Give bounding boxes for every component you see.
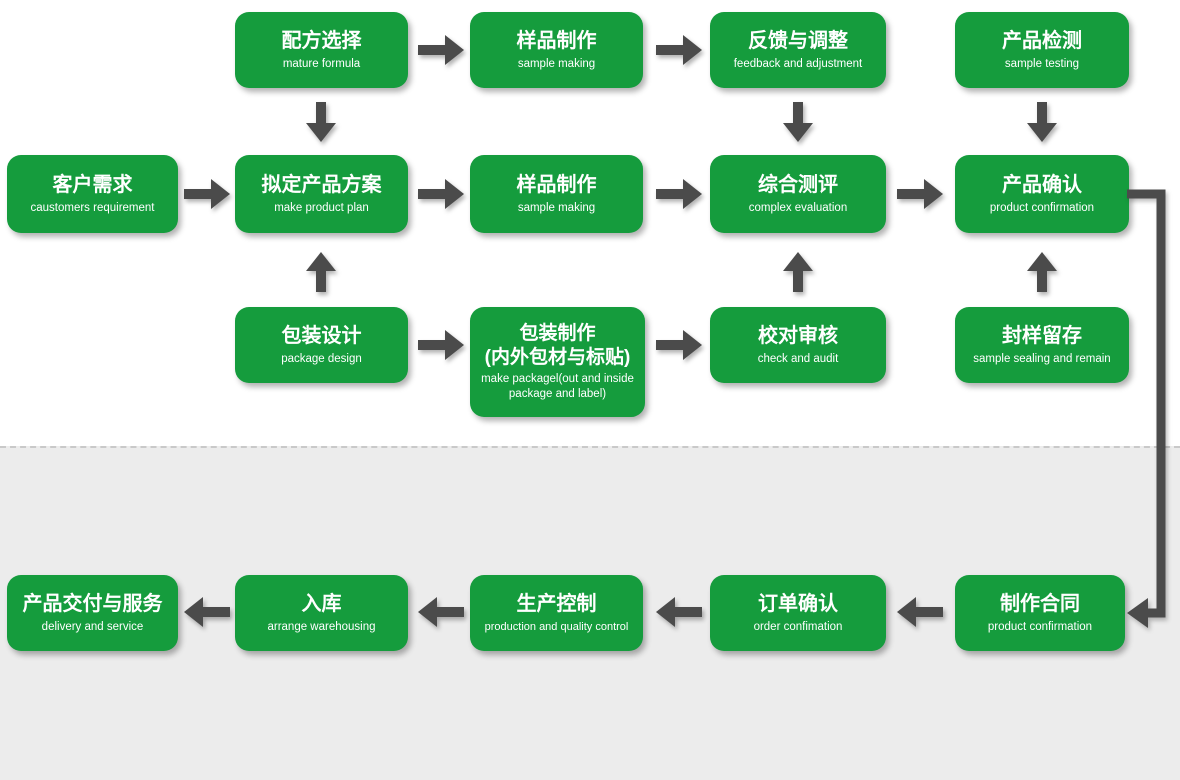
node-title: 样品制作 <box>516 30 597 53</box>
node-check-audit: 校对审核 check and audit <box>710 307 886 383</box>
node-title: 产品交付与服务 <box>22 593 163 616</box>
node-sample-making-2: 样品制作 sample making <box>470 155 643 233</box>
node-feedback-adjustment: 反馈与调整 feedback and adjustment <box>710 12 886 88</box>
node-subtitle: complex evaluation <box>748 202 848 215</box>
node-title: 配方选择 <box>281 30 362 53</box>
node-make-product-plan: 拟定产品方案 make product plan <box>235 155 408 233</box>
node-formula-selection: 配方选择 mature formula <box>235 12 408 88</box>
node-subtitle: order confimation <box>753 621 843 634</box>
arrow-right-icon <box>418 330 464 360</box>
node-product-testing: 产品检测 sample testing <box>955 12 1129 88</box>
node-package-design: 包装设计 package design <box>235 307 408 383</box>
arrow-down-icon <box>783 102 813 142</box>
arrow-right-icon <box>656 179 702 209</box>
arrow-right-icon <box>184 179 230 209</box>
node-title: 生产控制 <box>516 593 597 616</box>
node-make-contract: 制作合同 product confirmation <box>955 575 1125 651</box>
node-title: 反馈与调整 <box>748 30 848 53</box>
node-title: 订单确认 <box>758 593 838 616</box>
node-sample-making-1: 样品制作 sample making <box>470 12 643 88</box>
node-subtitle: production and quality control <box>484 621 629 634</box>
arrow-down-icon <box>1027 102 1057 142</box>
arrow-right-icon <box>418 35 464 65</box>
node-title: 校对审核 <box>758 325 838 348</box>
node-title: 封样留存 <box>1002 325 1082 348</box>
node-subtitle: delivery and service <box>41 621 144 634</box>
node-subtitle: make packagel(out and inside package and… <box>481 373 634 401</box>
node-subtitle: mature formula <box>282 58 361 71</box>
elbow-connector <box>1127 189 1166 628</box>
node-package-making: 包装制作 (内外包材与标贴) make packagel(out and ins… <box>470 307 645 417</box>
node-subtitle: sample testing <box>1004 58 1080 71</box>
node-subtitle: product confirmation <box>989 202 1095 215</box>
arrow-up-icon <box>306 252 336 292</box>
node-subtitle: product confirmation <box>987 621 1093 634</box>
node-complex-evaluation: 综合测评 complex evaluation <box>710 155 886 233</box>
node-subtitle: check and audit <box>757 353 839 366</box>
node-title: 产品检测 <box>1002 30 1082 53</box>
node-title: 产品确认 <box>1002 174 1082 197</box>
node-title: 客户需求 <box>52 174 133 197</box>
node-title: 制作合同 <box>1000 593 1080 616</box>
arrow-left-icon <box>656 597 702 627</box>
node-order-confirmation: 订单确认 order confimation <box>710 575 886 651</box>
arrow-up-icon <box>1027 252 1057 292</box>
arrow-right-icon <box>897 179 943 209</box>
node-subtitle: sample sealing and remain <box>973 353 1111 366</box>
node-subtitle: package design <box>281 353 362 366</box>
arrow-left-icon <box>184 597 230 627</box>
arrow-left-icon <box>897 597 943 627</box>
node-production-control: 生产控制 production and quality control <box>470 575 643 651</box>
node-subtitle: sample making <box>517 202 596 215</box>
node-subtitle: caustomers requirement <box>30 202 155 215</box>
node-warehousing: 入库 arrange warehousing <box>235 575 408 651</box>
arrow-right-icon <box>656 35 702 65</box>
arrow-left-icon <box>418 597 464 627</box>
node-title: 包装设计 <box>281 325 362 348</box>
node-subtitle: sample making <box>517 58 596 71</box>
node-subtitle: arrange warehousing <box>267 621 376 634</box>
node-subtitle: make product plan <box>274 202 369 215</box>
node-sample-sealing: 封样留存 sample sealing and remain <box>955 307 1129 383</box>
node-title: 拟定产品方案 <box>261 174 382 197</box>
node-product-confirmation: 产品确认 product confirmation <box>955 155 1129 233</box>
arrow-down-icon <box>306 102 336 142</box>
node-customer-requirement: 客户需求 caustomers requirement <box>7 155 178 233</box>
arrow-right-icon <box>656 330 702 360</box>
node-title: 样品制作 <box>516 174 597 197</box>
arrow-up-icon <box>783 252 813 292</box>
arrow-right-icon <box>418 179 464 209</box>
node-delivery-service: 产品交付与服务 delivery and service <box>7 575 178 651</box>
node-title-line2: (内外包材与标贴) <box>484 346 631 368</box>
node-title: 综合测评 <box>758 174 838 197</box>
node-subtitle: feedback and adjustment <box>733 58 863 71</box>
node-title: 包装制作 <box>519 322 596 344</box>
node-title: 入库 <box>301 593 342 616</box>
